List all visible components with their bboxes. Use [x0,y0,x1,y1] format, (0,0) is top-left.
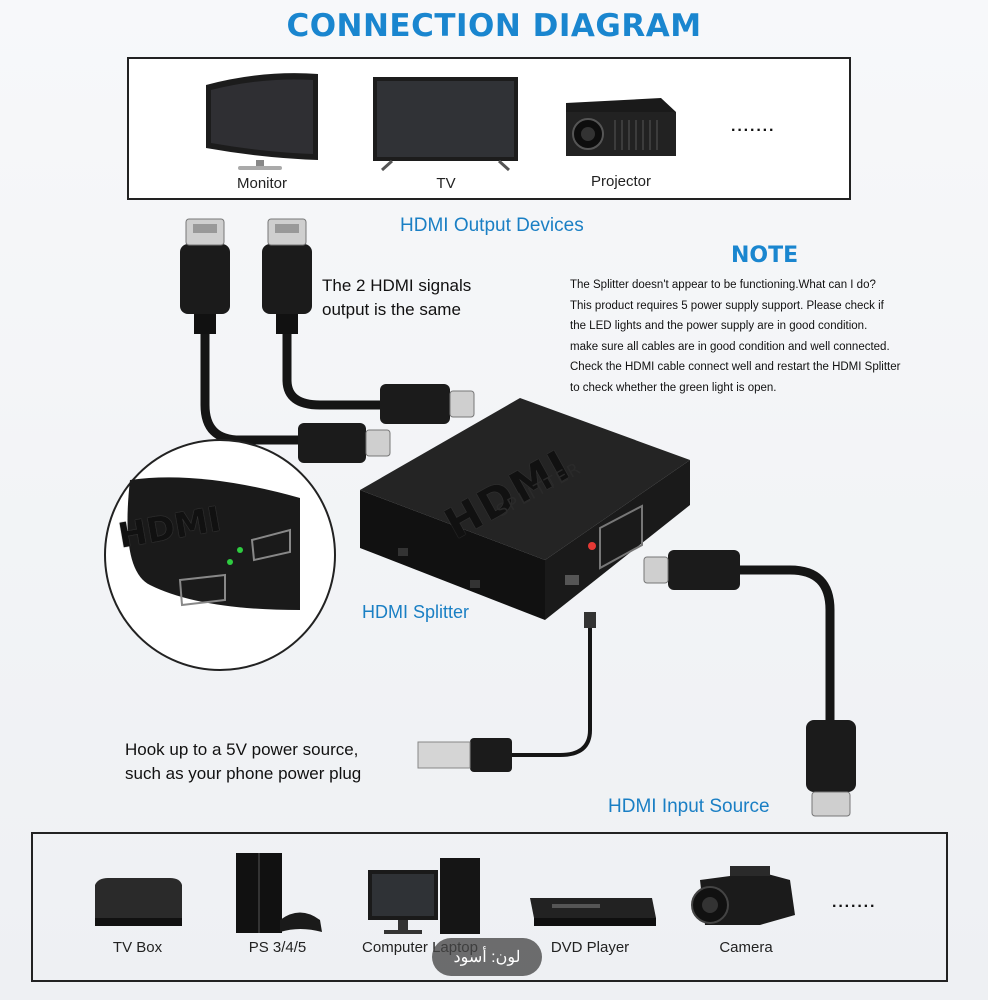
power-line: Hook up to a 5V power source, [125,740,359,759]
note-line: make sure all cables are in good conditi… [570,340,890,353]
diagram-title: CONNECTION DIAGRAM [286,8,702,44]
device-label-camera: Camera [719,939,773,956]
splitter-caption: HDMI Splitter [362,602,470,622]
note-title: NOTE [731,243,799,268]
signals-line: output is the same [322,300,461,319]
input-more-dots: ······· [832,898,877,915]
note-line: This product requires 5 power supply sup… [570,299,884,312]
tv-box-icon [95,878,182,926]
device-label-playstation: PS 3/4/5 [248,939,307,956]
tv-icon [373,77,518,172]
output-more-dots: ······· [731,122,776,139]
note-line: to check whether the green light is open… [570,381,777,394]
led-green-icon [237,547,243,553]
power-line: such as your phone power plug [125,764,362,783]
input-devices-box [31,832,948,982]
signals-text: The 2 HDMI signals output is the same [322,274,471,322]
note-line: The Splitter doesn't appear to be functi… [570,279,876,291]
device-label-monitor: Monitor [236,175,288,192]
usb-power-cable [417,612,596,772]
input-source-caption: HDMI Input Source [608,796,770,817]
hdmi-splitter-device [360,398,690,620]
hdmi-output-cable-2 [262,218,475,424]
note-line: Check the HDMI cable connect well and re… [570,361,901,373]
power-text: Hook up to a 5V power source, such as yo… [125,738,361,786]
device-label-tv-box: TV Box [112,939,163,956]
splitter-zoom-inset [104,439,336,671]
signals-line: The 2 HDMI signals [322,276,472,295]
projector-icon [566,98,676,156]
color-badge[interactable]: لون: أسود [432,938,542,976]
device-label-tv: TV [436,175,456,192]
dvd-player-icon [530,898,656,926]
playstation-icon [236,853,322,933]
output-devices-caption: HDMI Output Devices [400,215,584,236]
camera-icon [691,866,795,925]
note-line: the LED lights and the power supply are … [570,320,868,332]
monitor-icon [206,73,318,170]
device-label-projector: Projector [590,173,652,190]
note-text: The Splitter doesn't appear to be functi… [570,275,988,398]
device-label-dvd-player: DVD Player [550,939,630,956]
led-green-icon [227,559,233,565]
hdmi-output-cable-1 [180,218,391,463]
hdmi-input-cable [643,550,856,817]
computer-icon [368,858,480,934]
